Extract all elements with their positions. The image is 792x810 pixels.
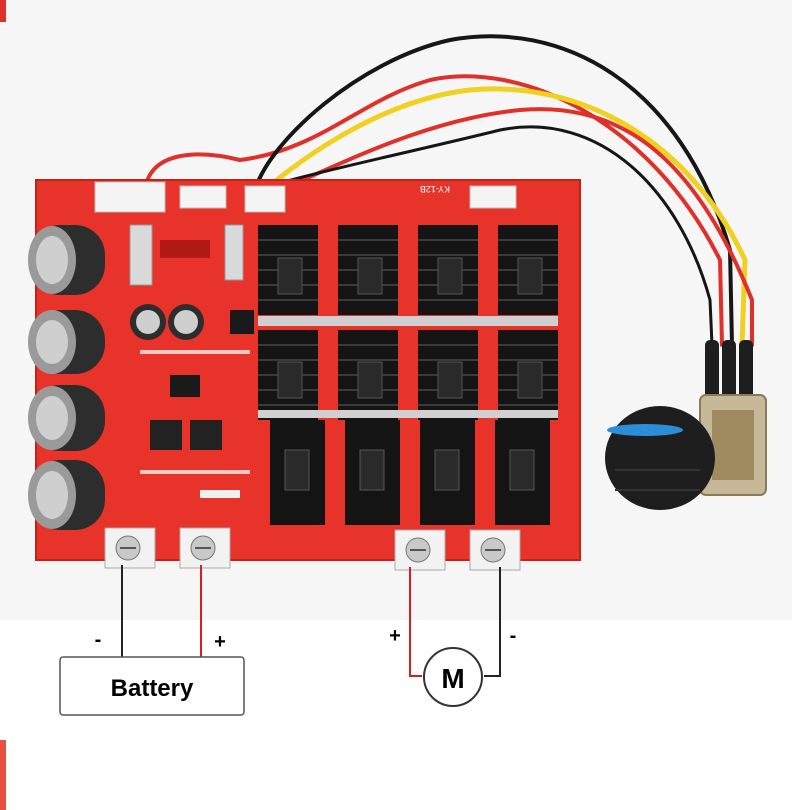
wire-yellow: [259, 86, 748, 348]
terminal-block: [104, 527, 521, 571]
motor-label: M: [441, 663, 464, 694]
terminal-battery-positive[interactable]: [179, 527, 231, 569]
busbar-1: [258, 316, 558, 326]
terminal-motor-positive[interactable]: [394, 529, 446, 571]
wire-black-2: [248, 125, 714, 347]
heatshrink-1: [705, 340, 719, 400]
connector-1: [94, 181, 166, 213]
corner-mark-bottom: [0, 740, 6, 810]
capacitor-bank: [28, 225, 105, 530]
potentiometer-resistor: [712, 410, 754, 480]
busbar-2: [258, 410, 558, 418]
wire-red-1: [143, 74, 724, 347]
battery-box: [59, 656, 245, 716]
pcb-silk-label: KY-12B: [420, 184, 450, 194]
wire-black-1: [253, 34, 734, 347]
wire-motor-positive: [409, 567, 422, 677]
battery-minus-sign: -: [95, 629, 102, 651]
knob-indicator: [607, 424, 683, 436]
connector-3: [244, 185, 286, 213]
wiring-lines: [121, 565, 501, 677]
battery-plus-sign: +: [214, 631, 226, 653]
potentiometer[interactable]: [605, 394, 767, 510]
battery-symbol: Battery - +: [59, 629, 245, 716]
capacitor-4: [28, 460, 105, 530]
knob-icon[interactable]: [605, 406, 715, 510]
corner-mark-top: [0, 0, 6, 22]
circle-M-icon: [423, 647, 483, 707]
connector-2: [179, 185, 227, 209]
motor-minus-sign: -: [510, 625, 517, 647]
motor-symbol: M + -: [389, 625, 517, 707]
wire-red-2: [266, 107, 754, 347]
wire-motor-negative: [484, 567, 501, 677]
heatsink-array: [258, 225, 558, 525]
potentiometer-cable: [143, 34, 754, 400]
pcb-board: KY-12B: [28, 179, 581, 571]
heatshrink-3: [739, 340, 753, 400]
motor-plus-sign: +: [389, 625, 401, 647]
capacitor-3: [28, 385, 105, 451]
knob-grip: [615, 469, 700, 491]
capacitor-2: [28, 310, 105, 374]
heatshrink-2: [722, 340, 736, 400]
terminal-motor-negative[interactable]: [469, 529, 521, 571]
battery-label: Battery: [111, 675, 194, 702]
capacitor-1: [28, 225, 105, 295]
connector-4: [469, 185, 517, 209]
control-circuit: [129, 224, 254, 498]
terminal-battery-negative[interactable]: [104, 527, 156, 569]
